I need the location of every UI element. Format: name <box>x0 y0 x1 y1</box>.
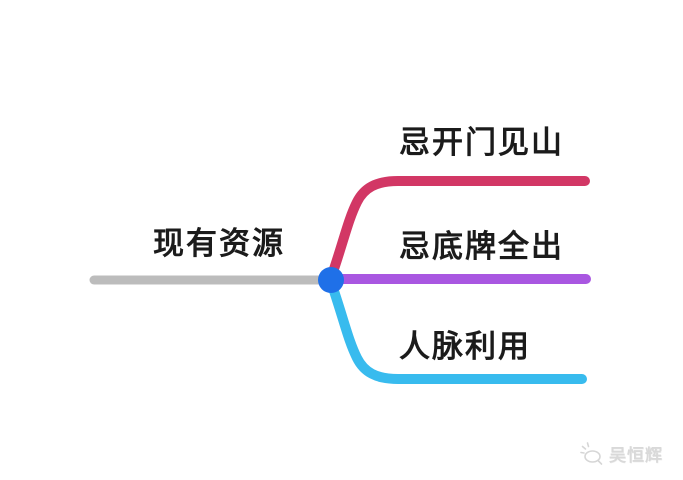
hand-logo-icon <box>580 442 603 465</box>
branch-label-middle: 忌底牌全出 <box>399 229 564 264</box>
branch-line-top <box>326 176 590 283</box>
branch-line-bottom <box>326 277 587 384</box>
watermark-author: 吴恒辉 <box>609 446 663 465</box>
branch-label-bottom: 人脉利用 <box>399 329 531 364</box>
root-node-label: 现有资源 <box>153 226 285 261</box>
watermark: 吴恒辉 <box>579 440 663 467</box>
branch-label-top: 忌开门见山 <box>399 125 564 160</box>
center-node <box>318 267 344 293</box>
